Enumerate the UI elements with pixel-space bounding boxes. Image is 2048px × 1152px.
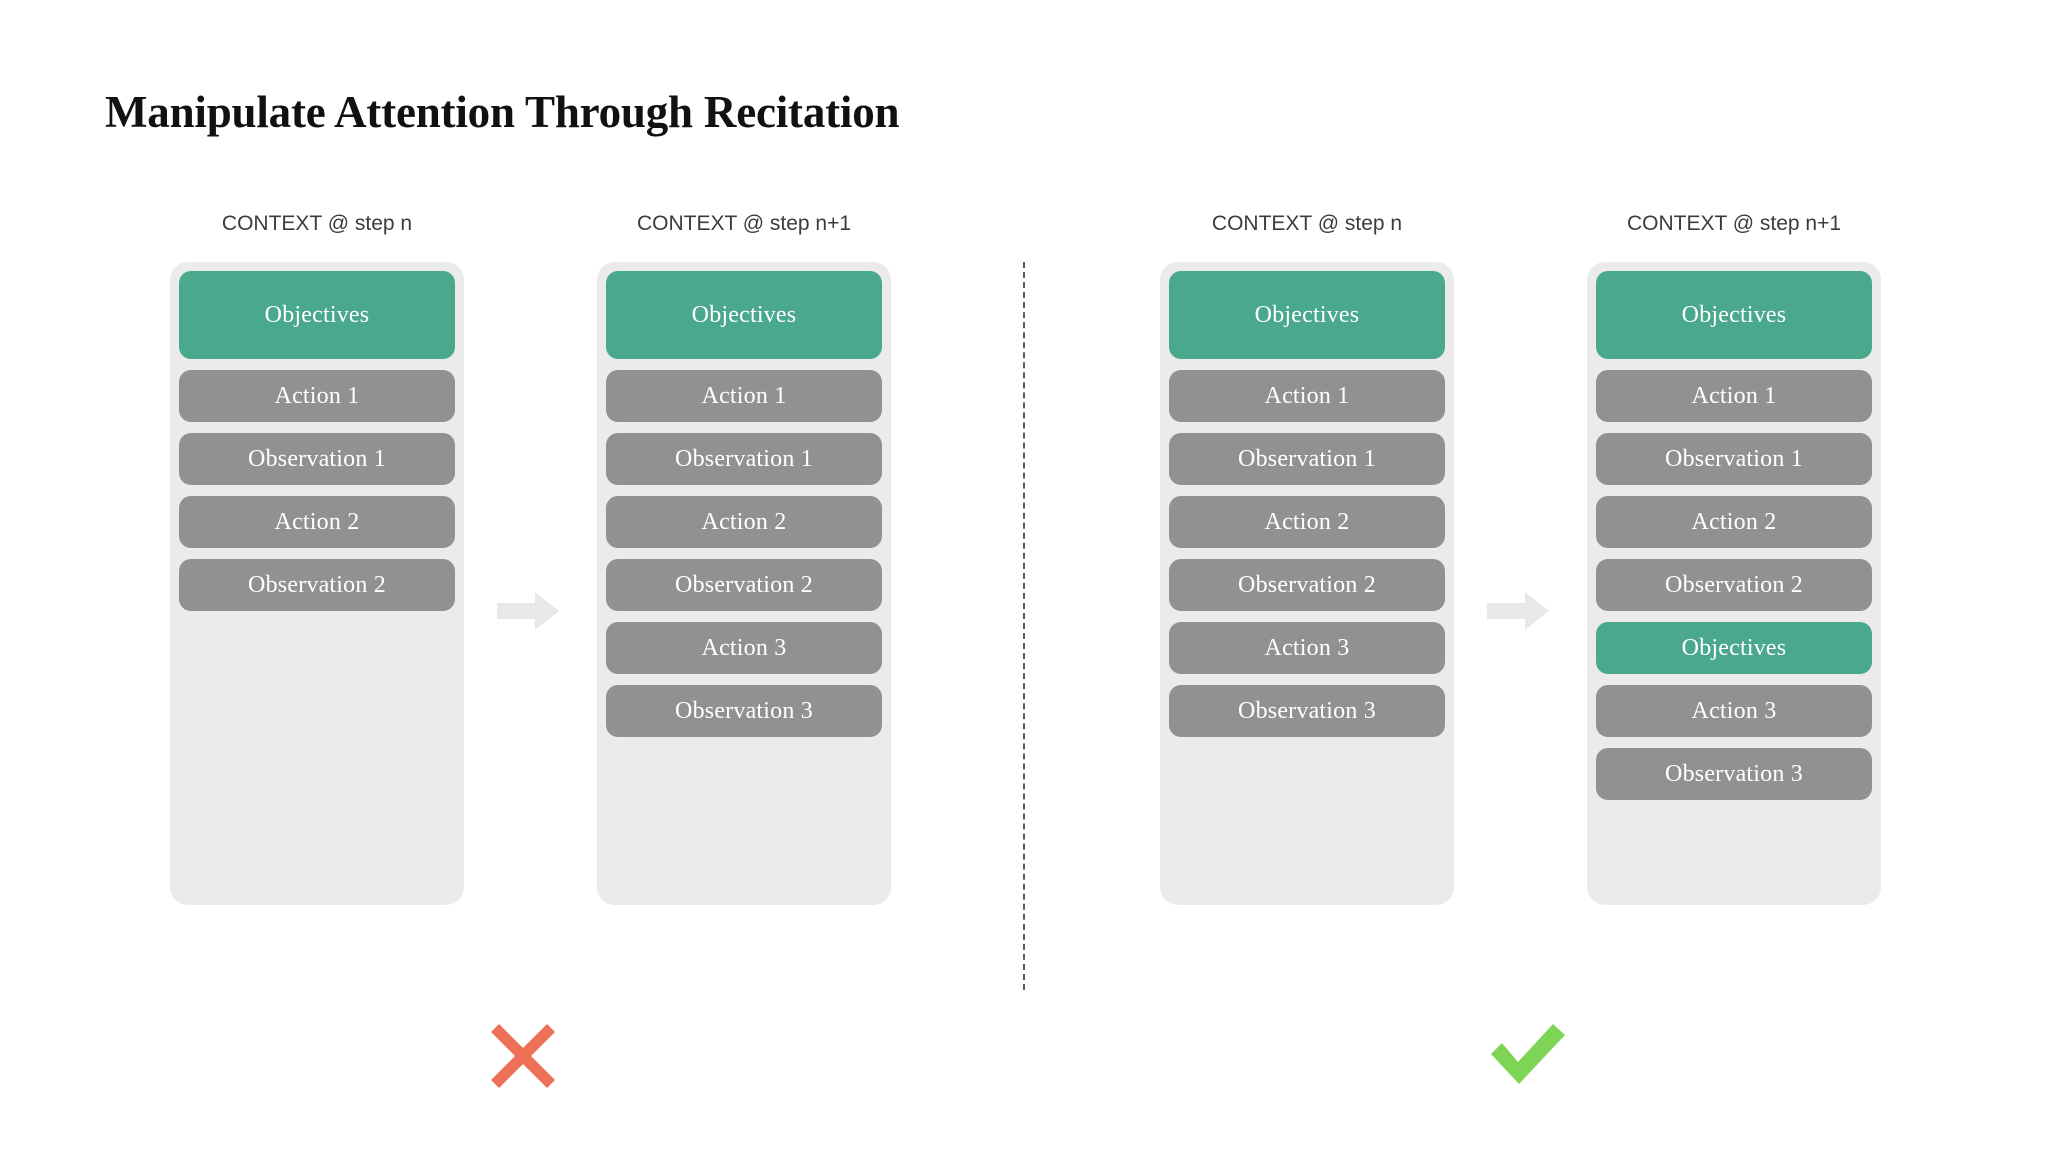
context-block-action-2[interactable]: Action 2 <box>179 496 455 548</box>
context-block-observation-1[interactable]: Observation 1 <box>179 433 455 485</box>
block-label: Observation 2 <box>1238 571 1376 598</box>
context-block-action-3[interactable]: Action 3 <box>606 622 882 674</box>
panel-label: CONTEXT @ step n+1 <box>636 212 852 235</box>
block-label: Observation 2 <box>1665 571 1803 598</box>
block-label: Observation 1 <box>675 445 813 472</box>
block-label: Objectives <box>1681 301 1787 328</box>
block-label: Observation 1 <box>248 445 386 472</box>
panel-group-good-after: CONTEXT @ step n+1 Objectives Action 1 O… <box>1587 212 1881 905</box>
context-panel: Objectives Action 1 Observation 1 Action… <box>1160 262 1454 905</box>
panel-label: CONTEXT @ step n <box>1211 212 1403 235</box>
context-block-observation-2[interactable]: Observation 2 <box>1169 559 1445 611</box>
block-label: Action 2 <box>1691 508 1777 535</box>
right-arrow-icon <box>497 592 559 630</box>
block-label: Observation 3 <box>1238 697 1376 724</box>
context-block-objectives[interactable]: Objectives <box>1596 271 1872 359</box>
block-label: Objectives <box>691 301 797 328</box>
context-block-action-3[interactable]: Action 3 <box>1169 622 1445 674</box>
block-label: Action 3 <box>1691 697 1777 724</box>
cross-icon <box>489 1022 557 1090</box>
block-label: Observation 1 <box>1238 445 1376 472</box>
context-panel: Objectives Action 1 Observation 1 Action… <box>1587 262 1881 905</box>
panel-group-good-before: CONTEXT @ step n Objectives Action 1 Obs… <box>1160 212 1454 905</box>
block-label: Action 1 <box>1691 382 1777 409</box>
panel-label: CONTEXT @ step n+1 <box>1626 212 1842 235</box>
context-panel: Objectives Action 1 Observation 1 Action… <box>170 262 464 905</box>
block-label: Observation 3 <box>1665 760 1803 787</box>
context-block-observation-1[interactable]: Observation 1 <box>1596 433 1872 485</box>
block-label: Action 2 <box>1264 508 1350 535</box>
block-label: Action 2 <box>274 508 360 535</box>
context-block-observation-2[interactable]: Observation 2 <box>1596 559 1872 611</box>
context-block-action-1[interactable]: Action 1 <box>1169 370 1445 422</box>
context-block-observation-1[interactable]: Observation 1 <box>606 433 882 485</box>
block-label: Objectives <box>1254 301 1360 328</box>
page-title: Manipulate Attention Through Recitation <box>105 87 900 137</box>
context-block-objectives[interactable]: Objectives <box>179 271 455 359</box>
block-label: Objectives <box>1681 634 1787 661</box>
context-block-observation-1[interactable]: Observation 1 <box>1169 433 1445 485</box>
block-label: Observation 2 <box>248 571 386 598</box>
block-label: Action 3 <box>701 634 787 661</box>
context-block-observation-3[interactable]: Observation 3 <box>606 685 882 737</box>
comparison-divider <box>1023 262 1025 990</box>
context-block-objectives[interactable]: Objectives <box>606 271 882 359</box>
panel-label: CONTEXT @ step n <box>221 212 413 235</box>
context-block-action-1[interactable]: Action 1 <box>179 370 455 422</box>
block-label: Objectives <box>264 301 370 328</box>
panel-group-bad-after: CONTEXT @ step n+1 Objectives Action 1 O… <box>597 212 891 905</box>
context-panel: Objectives Action 1 Observation 1 Action… <box>597 262 891 905</box>
right-arrow-icon <box>1487 592 1549 630</box>
block-label: Observation 2 <box>675 571 813 598</box>
context-block-action-2[interactable]: Action 2 <box>606 496 882 548</box>
context-block-observation-2[interactable]: Observation 2 <box>179 559 455 611</box>
context-block-observation-3[interactable]: Observation 3 <box>1169 685 1445 737</box>
context-block-action-2[interactable]: Action 2 <box>1596 496 1872 548</box>
block-label: Action 1 <box>1264 382 1350 409</box>
panel-group-bad-before: CONTEXT @ step n Objectives Action 1 Obs… <box>170 212 464 905</box>
block-label: Action 2 <box>701 508 787 535</box>
context-block-observation-2[interactable]: Observation 2 <box>606 559 882 611</box>
context-block-action-1[interactable]: Action 1 <box>1596 370 1872 422</box>
block-label: Action 3 <box>1264 634 1350 661</box>
context-block-action-3[interactable]: Action 3 <box>1596 685 1872 737</box>
context-block-observation-3[interactable]: Observation 3 <box>1596 748 1872 800</box>
check-icon <box>1487 1022 1567 1086</box>
block-label: Observation 3 <box>675 697 813 724</box>
context-block-action-1[interactable]: Action 1 <box>606 370 882 422</box>
block-label: Action 1 <box>274 382 360 409</box>
block-label: Observation 1 <box>1665 445 1803 472</box>
block-label: Action 1 <box>701 382 787 409</box>
context-block-objectives[interactable]: Objectives <box>1169 271 1445 359</box>
context-block-action-2[interactable]: Action 2 <box>1169 496 1445 548</box>
context-block-objectives-recited[interactable]: Objectives <box>1596 622 1872 674</box>
